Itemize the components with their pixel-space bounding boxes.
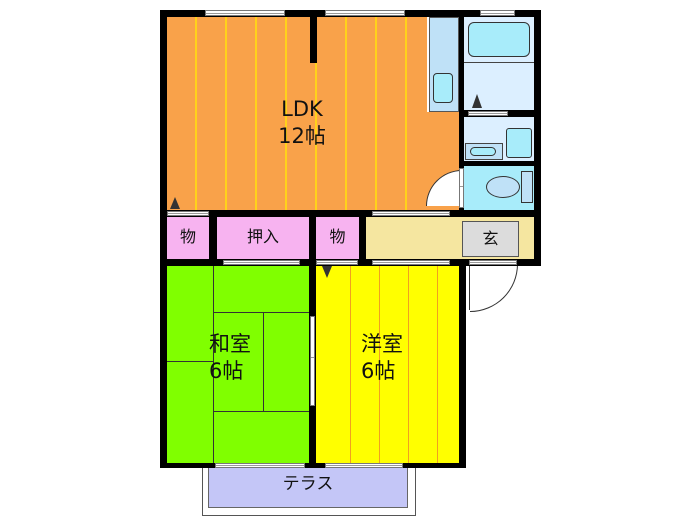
door[interactable] bbox=[167, 211, 209, 216]
window[interactable] bbox=[325, 463, 403, 468]
room-washitsu bbox=[167, 266, 309, 463]
window[interactable] bbox=[215, 463, 305, 468]
entry-door-swing-icon bbox=[470, 264, 518, 312]
youshitsu-size: 6帖 bbox=[361, 359, 396, 383]
tatami-line bbox=[167, 361, 213, 362]
tatami-line bbox=[263, 312, 264, 411]
bath-door-marker-icon bbox=[472, 94, 482, 108]
terrace-label: テラス bbox=[282, 474, 334, 494]
ldk-size: 12帖 bbox=[278, 124, 326, 148]
wall-right-wet bbox=[534, 10, 541, 266]
storage-mid-label: 物 bbox=[329, 227, 346, 246]
wall-storage-div3 bbox=[359, 210, 366, 266]
tatami-line bbox=[213, 266, 214, 463]
storage-mid: 物 bbox=[316, 217, 359, 259]
toilet-tank-icon bbox=[521, 171, 533, 203]
wall-wash-bottom bbox=[459, 161, 541, 166]
ldk-name: LDK bbox=[281, 97, 323, 121]
window[interactable] bbox=[205, 10, 285, 16]
storage-left-label: 物 bbox=[179, 227, 196, 246]
door-marker-icon bbox=[322, 266, 332, 278]
window[interactable] bbox=[325, 10, 405, 16]
sliding-door[interactable] bbox=[223, 260, 300, 265]
wall-ldk-bottom bbox=[160, 210, 541, 217]
wall-left bbox=[160, 10, 167, 468]
tatami-line bbox=[213, 312, 309, 313]
room-youshitsu bbox=[316, 266, 459, 463]
washitsu-size: 6帖 bbox=[209, 359, 244, 383]
sliding-door[interactable] bbox=[372, 260, 450, 265]
toilet-icon bbox=[486, 176, 520, 198]
door[interactable] bbox=[316, 260, 358, 265]
window[interactable] bbox=[480, 10, 515, 16]
entry-door-leaf bbox=[469, 264, 470, 310]
storage-left: 物 bbox=[167, 217, 209, 259]
door-marker-icon bbox=[170, 197, 180, 209]
wall-right-lower bbox=[459, 259, 466, 468]
door[interactable] bbox=[459, 168, 464, 208]
oshiire: 押入 bbox=[217, 217, 309, 259]
genkan-label: 玄 bbox=[482, 229, 499, 248]
youshitsu-name: 洋室 bbox=[361, 332, 403, 356]
genkan: 玄 bbox=[462, 221, 519, 257]
washing-machine-icon bbox=[506, 128, 532, 158]
sliding-door[interactable] bbox=[310, 316, 315, 406]
washitsu-name: 和室 bbox=[209, 332, 251, 356]
room-ldk bbox=[167, 17, 427, 210]
door[interactable] bbox=[469, 260, 517, 265]
wall-storage-div1 bbox=[209, 210, 217, 266]
tatami-line bbox=[213, 411, 309, 412]
oshiire-label: 押入 bbox=[246, 227, 279, 246]
kitchen-counter bbox=[429, 17, 459, 112]
bath-divider bbox=[464, 62, 534, 63]
door[interactable] bbox=[468, 111, 508, 116]
sink-icon bbox=[433, 73, 453, 103]
bathtub-icon bbox=[468, 22, 530, 57]
basin-bowl-icon bbox=[470, 147, 496, 156]
sliding-door[interactable] bbox=[372, 211, 450, 216]
wall-ldk-stub bbox=[310, 10, 317, 63]
terrace: テラス bbox=[208, 464, 408, 508]
